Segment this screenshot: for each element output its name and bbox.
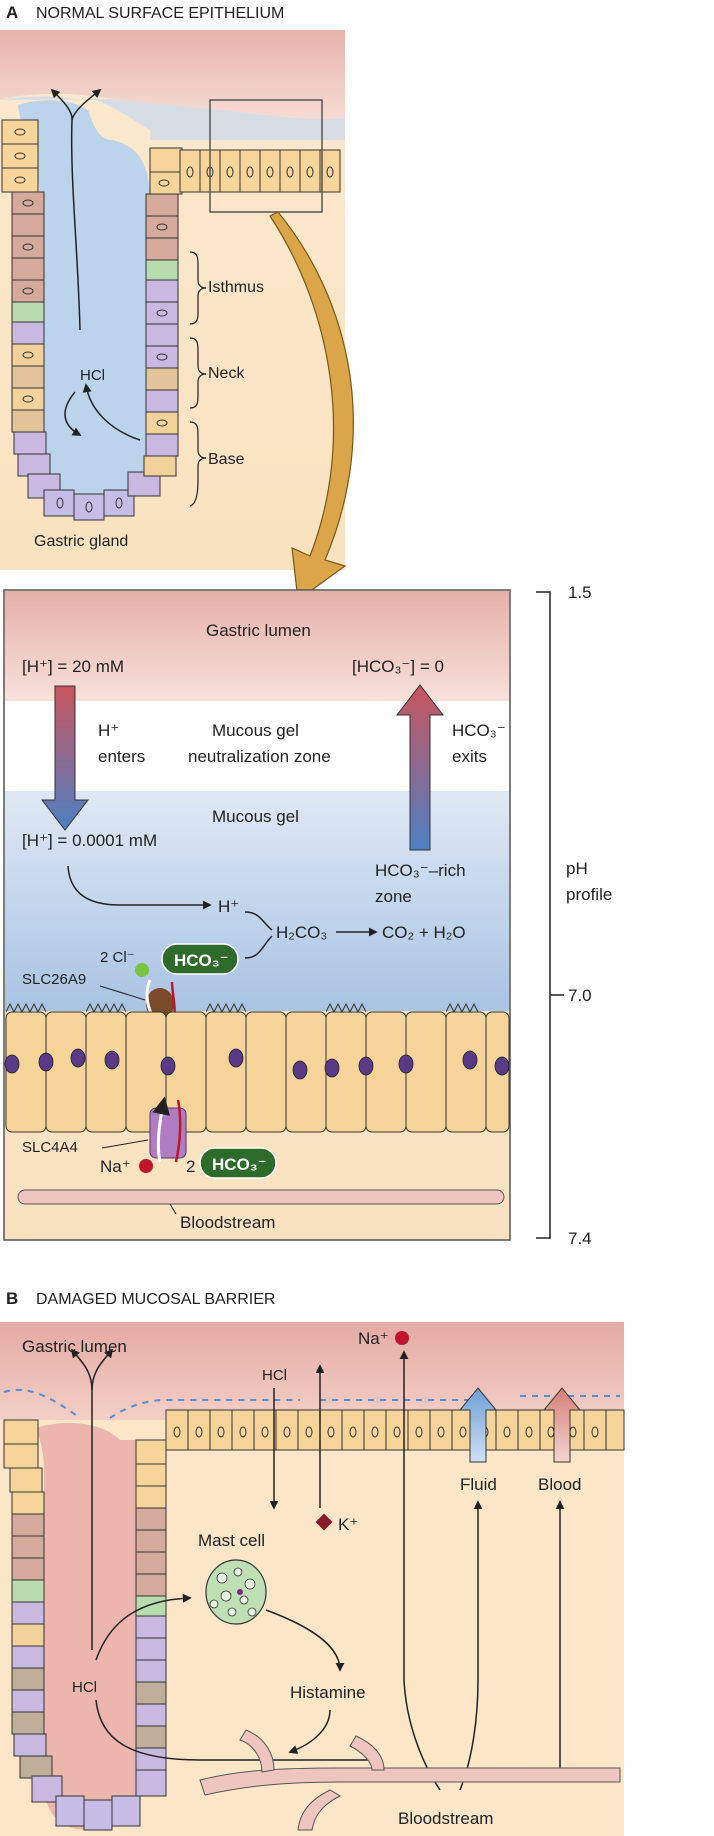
h-concentration-top: [H⁺] = 20 mM <box>22 657 124 676</box>
reaction-products-label: CO₂ + H₂O <box>382 923 466 942</box>
hco3-exits-line-2: exits <box>452 747 487 766</box>
gastric-lumen-label-b: Gastric lumen <box>22 1337 127 1356</box>
hcl-label-b-top: HCl <box>262 1367 287 1384</box>
mast-cell-granules <box>209 1567 257 1617</box>
two-chloride-label: 2 Cl⁻ <box>100 949 135 966</box>
hco3-pill-basolateral-label: HCO₃⁻ <box>212 1155 267 1174</box>
bloodstream-vessel-a <box>17 1189 505 1205</box>
h-enters-arrow <box>40 685 90 831</box>
neck-label: Neck <box>208 365 245 382</box>
h2co3-label: H₂CO₃ <box>276 923 327 942</box>
neutralization-line-2: neutralization zone <box>188 747 331 766</box>
hco3-exits-line-1: HCO₃⁻ <box>452 721 506 740</box>
bloodstream-vessels-b <box>199 1729 621 1831</box>
fluid-label: Fluid <box>460 1475 497 1494</box>
surface-cells-a <box>179 149 341 193</box>
detail-gastric-lumen: Gastric lumen <box>206 621 311 640</box>
blood-arrow <box>542 1387 582 1463</box>
histamine-label: Histamine <box>290 1683 366 1702</box>
hcl-to-mast-cell-arrow <box>95 1593 192 1661</box>
neutralization-line-1: Mucous gel <box>212 721 299 740</box>
panel-a-heading: NORMAL SURFACE EPITHELIUM <box>36 5 284 22</box>
sodium-ion-a <box>139 1159 153 1173</box>
potassium-label: K⁺ <box>338 1515 358 1534</box>
hcl-label-b-gland: HCl <box>72 1679 97 1696</box>
panel-a-letter: A <box>6 3 18 22</box>
damaged-mucus-layer <box>3 1388 620 1419</box>
gland-cells-b <box>3 1419 167 1831</box>
cell-nuclei-a <box>14 128 334 513</box>
microvilli <box>5 1002 479 1014</box>
h-plus-label: H⁺ <box>218 897 239 916</box>
hco3-concentration-top: [HCO₃⁻] = 0 <box>352 657 444 676</box>
chloride-ion <box>135 963 149 977</box>
hco3-pill-apical-label: HCO₃⁻ <box>174 951 229 970</box>
h-enters-line-1: H⁺ <box>98 721 119 740</box>
fluid-arrow <box>458 1387 498 1463</box>
ph-bottom-value: 7.4 <box>568 1229 592 1248</box>
panel-b-letter: B <box>6 1289 18 1308</box>
base-label: Base <box>208 451 245 468</box>
epithelial-nuclei <box>4 1048 510 1080</box>
gland-cells-right <box>143 147 183 477</box>
panel-a: A NORMAL SURFACE EPITHELIUM <box>0 3 612 1248</box>
blood-label: Blood <box>538 1475 581 1494</box>
mucous-gel-label: Mucous gel <box>212 807 299 826</box>
ph-title-line-1: pH <box>566 859 588 878</box>
cell-nuclei-b <box>173 1426 599 1438</box>
hco3-rich-line-2: zone <box>375 887 412 906</box>
h-diffusion-arrow <box>67 865 212 910</box>
bloodstream-label-a: Bloodstream <box>180 1213 275 1232</box>
zoom-region-box <box>209 99 323 213</box>
mast-cell-to-histamine-arrow <box>265 1609 345 1672</box>
isthmus-label: Isthmus <box>208 279 264 296</box>
gland-illustration: HCl Isthmus Neck Base Gastric gland <box>0 30 345 570</box>
hco3-pill-apical <box>161 943 239 975</box>
hco3-rich-line-1: HCO₃⁻–rich <box>375 861 466 880</box>
ph-top-value: 1.5 <box>568 583 592 602</box>
epithelial-cells <box>5 1011 510 1133</box>
hco3-pill-basolateral <box>199 1147 277 1179</box>
gastric-gland-label: Gastric gland <box>34 533 128 550</box>
detail-panel: Gastric lumen [H⁺] = 20 mM [HCO₃⁻] = 0 H… <box>3 589 511 1241</box>
bloodstream-label-b: Bloodstream <box>398 1809 493 1828</box>
zoom-arrow <box>269 211 354 602</box>
ph-title-line-2: profile <box>566 885 612 904</box>
mast-cell-label: Mast cell <box>198 1531 265 1550</box>
ph-mid-value: 7.0 <box>568 986 592 1005</box>
panel-b-heading: DAMAGED MUCOSAL BARRIER <box>36 1291 275 1308</box>
two-label: 2 <box>186 1157 195 1176</box>
hcl-label-a: HCl <box>80 367 105 384</box>
histamine-to-vessel-arrow <box>288 1709 331 1754</box>
sodium-label-a: Na⁺ <box>100 1157 131 1176</box>
ph-profile-scale: 1.5 pH profile 7.0 7.4 <box>536 583 612 1248</box>
sodium-ion-b <box>395 1331 409 1345</box>
panel-b: B DAMAGED MUCOSAL BARRIER <box>0 1289 625 1836</box>
slc4a4-label: SLC4A4 <box>22 1139 78 1156</box>
h-enters-line-2: enters <box>98 747 145 766</box>
sodium-label-b: Na⁺ <box>358 1329 389 1348</box>
slc26a9-label: SLC26A9 <box>22 971 86 988</box>
h-concentration-bottom: [H⁺] = 0.0001 mM <box>22 831 157 850</box>
hco3-exits-arrow <box>395 684 445 851</box>
